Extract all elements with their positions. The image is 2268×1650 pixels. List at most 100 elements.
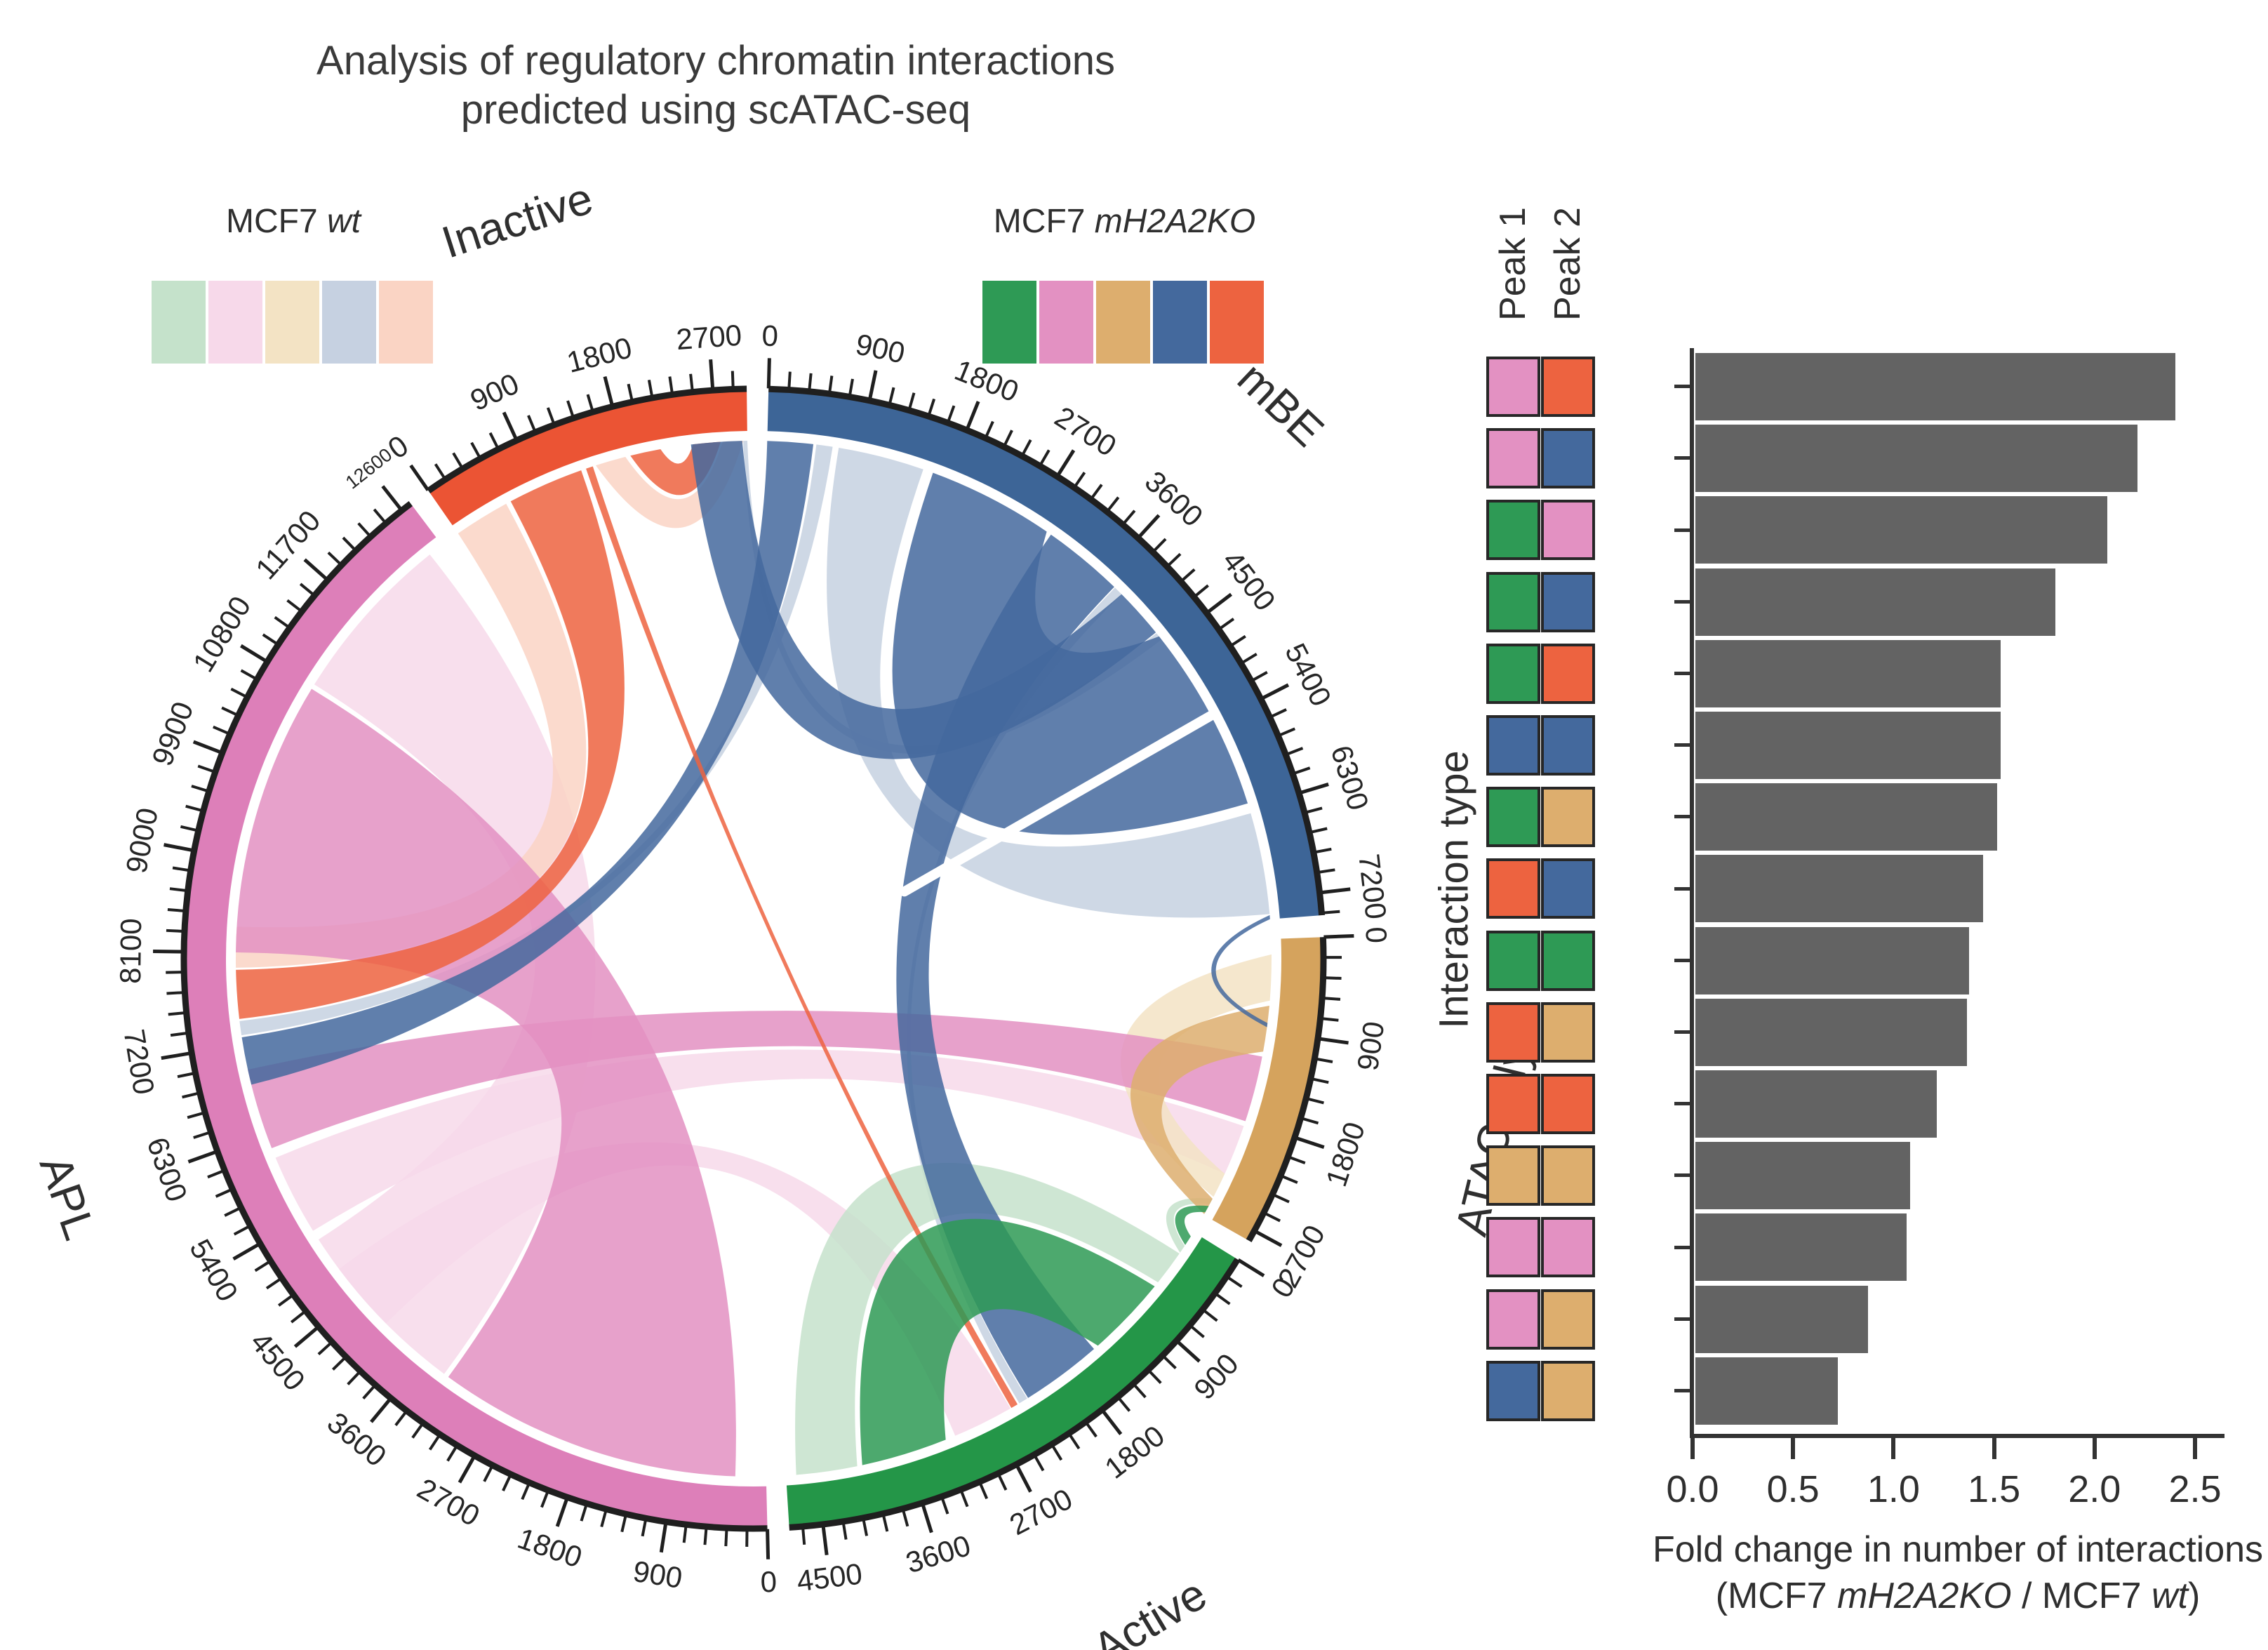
axis-tick — [317, 1341, 333, 1356]
axis-tick-label-APL-8100: 8100 — [114, 918, 147, 984]
axis-tick — [1090, 484, 1103, 500]
x-tick-label-1.0: 1.0 — [1867, 1468, 1920, 1510]
axis-tick — [428, 1434, 441, 1451]
row-3-peak2-swatch — [1541, 500, 1595, 561]
axis-tick — [907, 392, 916, 411]
axis-tick — [446, 1445, 458, 1462]
axis-tick — [1272, 1193, 1290, 1204]
row-5-bar — [1695, 639, 2001, 707]
axis-tick — [233, 1225, 251, 1236]
axis-tick — [1305, 806, 1323, 814]
axis-tick — [167, 907, 186, 913]
axis-tick — [682, 1525, 688, 1543]
ribbon-ko-Active-Active — [860, 1218, 1155, 1465]
axis-tick — [207, 1169, 225, 1179]
legend-wt-swatch-pink — [208, 281, 262, 364]
axis-tick — [1106, 496, 1120, 512]
row-3-tick — [1674, 528, 1693, 532]
legend-wt-swatch-tan — [265, 281, 319, 364]
x-tick-0.0 — [1690, 1438, 1695, 1459]
axis-tick — [1003, 430, 1013, 447]
ribbon-ko-Active-ATAConly — [1175, 1205, 1209, 1245]
row-1-bar — [1695, 353, 2176, 420]
axis-tick — [540, 1490, 549, 1508]
row-8-tick — [1674, 886, 1693, 891]
axis-tick-label-ATAConly-0: 0 — [1359, 926, 1393, 944]
x-tick-2.5 — [2193, 1438, 2197, 1459]
row-13-bar — [1695, 1213, 1907, 1282]
axis-tick — [1122, 510, 1136, 525]
legend-ko-swatch-pink — [1039, 281, 1093, 364]
axis-tick — [580, 1503, 588, 1522]
axis-tick — [169, 887, 188, 893]
row-1-peak1-swatch — [1486, 357, 1540, 417]
axis-tick — [381, 485, 403, 512]
axis-tick — [1322, 910, 1340, 914]
axis-tick — [1299, 783, 1329, 795]
axis-tick — [502, 411, 519, 441]
x-tick-1.0 — [1891, 1438, 1896, 1459]
row-12-tick — [1674, 1173, 1693, 1178]
axis-tick — [620, 1514, 627, 1533]
axis-tick — [1295, 1136, 1325, 1149]
axis-tick — [984, 420, 994, 439]
axis-tick — [821, 1524, 829, 1555]
ribbon-ko-mBE-ATAConly — [1211, 914, 1270, 1027]
ribbon-ko-APL-APL — [236, 688, 736, 1477]
axis-tick — [586, 394, 594, 412]
axis-tick — [370, 1397, 392, 1423]
axis-tick — [161, 1051, 192, 1060]
axis-tick — [1133, 1383, 1147, 1399]
row-4-bar — [1695, 568, 2055, 636]
axis-tick — [434, 463, 446, 480]
x-tick-1.5 — [1992, 1438, 1996, 1459]
row-9-peak1-swatch — [1486, 930, 1540, 991]
axis-tick — [303, 558, 328, 581]
row-15-tick — [1674, 1388, 1693, 1392]
sector-axis-arc-Inactive — [426, 385, 747, 493]
axis-tick — [1033, 1454, 1045, 1472]
axis-tick — [709, 359, 715, 390]
ribbon-wt-Active-Active — [795, 1162, 1180, 1475]
axis-tick — [166, 991, 185, 995]
axis-tick — [703, 1527, 708, 1545]
axis-tick — [274, 616, 291, 629]
axis-tick — [1162, 1355, 1177, 1369]
legend-ko-swatch-green — [982, 281, 1036, 364]
axis-tick — [888, 387, 895, 405]
ribbon-separator-line — [899, 709, 1219, 897]
row-15-peak1-swatch — [1486, 1360, 1540, 1421]
ribbon-ko-ATAConly-ATAConly — [1130, 1006, 1269, 1214]
row-5-tick — [1674, 671, 1693, 675]
x-tick-label-0.5: 0.5 — [1766, 1468, 1820, 1510]
axis-tick — [1320, 887, 1351, 895]
axis-tick — [647, 380, 654, 398]
axis-tick — [299, 583, 315, 597]
axis-tick — [411, 1423, 425, 1439]
row-12-peak1-swatch — [1486, 1145, 1540, 1206]
axis-tick — [470, 441, 481, 459]
axis-tick — [1269, 708, 1287, 719]
axis-tick — [1137, 514, 1161, 539]
legend-wt-swatch-blue — [322, 281, 376, 364]
row-12-bar — [1695, 1142, 1911, 1210]
axis-tick — [521, 1482, 531, 1501]
axis-tick — [867, 370, 878, 401]
row-2-tick — [1674, 456, 1693, 460]
axis-tick — [881, 1514, 889, 1532]
axis-tick — [1237, 1258, 1265, 1277]
axis-tick — [197, 764, 215, 773]
axis-tick — [177, 1072, 195, 1079]
axis-tick — [187, 1150, 218, 1164]
axis-tick — [193, 1131, 211, 1139]
legend-ko-swatch-blue — [1153, 281, 1207, 364]
figure-title-line2: predicted using scATAC-seq — [460, 86, 971, 133]
x-tick-label-1.5: 1.5 — [1968, 1468, 2021, 1510]
legend-ko-title: MCF7 mH2A2KO — [993, 203, 1256, 240]
axis-tick — [483, 1465, 494, 1482]
axis-tick — [221, 706, 239, 717]
axis-tick — [187, 1111, 205, 1119]
axis-tick — [947, 405, 956, 423]
axis-tick — [959, 1489, 969, 1508]
